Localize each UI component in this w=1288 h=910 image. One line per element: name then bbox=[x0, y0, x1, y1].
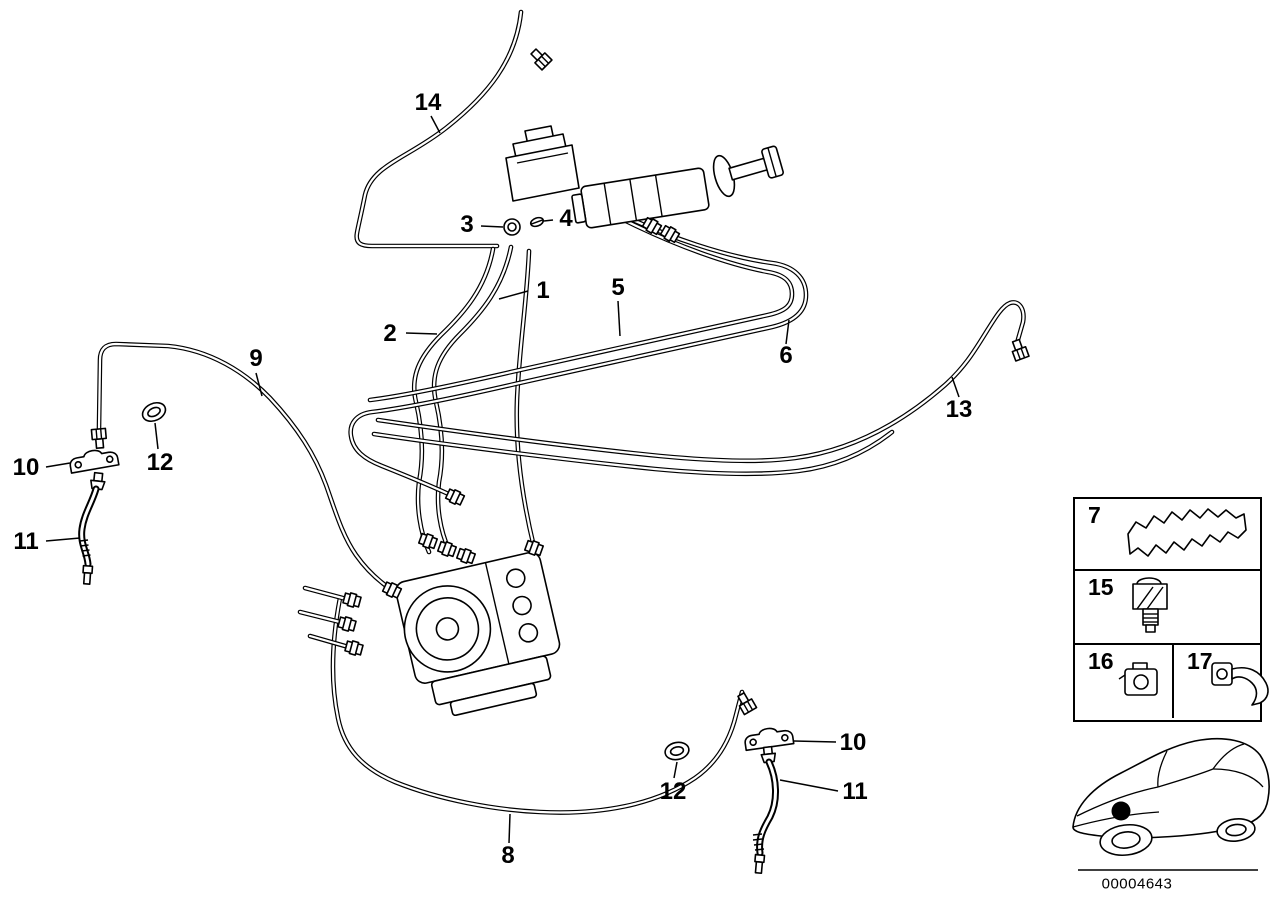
grommet-left bbox=[138, 398, 170, 426]
legend-panel: 7 15 16 bbox=[1073, 497, 1269, 722]
pipe-1b bbox=[517, 251, 534, 547]
drawing-number: 00004643 bbox=[1101, 875, 1173, 893]
pipe-5 bbox=[351, 210, 806, 497]
legend-cell-7: 7 bbox=[1075, 499, 1260, 571]
callout-10-right: 10 bbox=[839, 729, 867, 756]
callout-2: 2 bbox=[383, 320, 397, 347]
callout-12-right: 12 bbox=[659, 778, 687, 805]
brake-fluid-reservoir bbox=[505, 125, 580, 202]
callout-10-left: 10 bbox=[12, 454, 40, 481]
callout-4: 4 bbox=[559, 205, 573, 232]
callout-13: 13 bbox=[945, 396, 973, 423]
legend-cell-17: 17 bbox=[1174, 645, 1269, 718]
callout-14: 14 bbox=[414, 89, 442, 116]
bracket-arm-icon bbox=[1211, 662, 1269, 706]
callout-12-left: 12 bbox=[146, 449, 174, 476]
leader-lines bbox=[45, 115, 960, 844]
legend-label-7: 7 bbox=[1088, 502, 1101, 528]
clamp-block-icon bbox=[1118, 662, 1158, 696]
push-rod bbox=[712, 145, 784, 198]
car-wheels bbox=[1099, 818, 1256, 857]
legend-label-15: 15 bbox=[1088, 574, 1114, 600]
legend-label-17: 17 bbox=[1187, 648, 1213, 674]
pipe-9 bbox=[99, 344, 392, 590]
clip-part-4 bbox=[529, 216, 545, 228]
pipe-14 bbox=[357, 12, 521, 246]
legend-row-bottom: 16 17 bbox=[1075, 645, 1269, 718]
pipe-holder-comb-icon bbox=[1127, 508, 1247, 557]
callout-9: 9 bbox=[249, 345, 263, 372]
callout-1: 1 bbox=[536, 277, 550, 304]
callout-11-left: 11 bbox=[13, 528, 39, 555]
brake-hose-right bbox=[752, 745, 779, 874]
callout-5: 5 bbox=[611, 274, 625, 301]
legend-label-16: 16 bbox=[1088, 648, 1114, 674]
connector-valve-icon bbox=[1132, 577, 1168, 633]
abs-hydro-unit bbox=[395, 551, 561, 717]
legend-cell-15: 15 bbox=[1075, 571, 1260, 645]
callout-6: 6 bbox=[779, 342, 793, 369]
pipe-bracket-left bbox=[67, 445, 120, 474]
callout-3: 3 bbox=[460, 211, 474, 238]
seal-ring-part-3 bbox=[503, 218, 521, 236]
brake-hose-left bbox=[78, 471, 106, 585]
grommet-right bbox=[662, 739, 692, 763]
pipe-2 bbox=[414, 249, 493, 552]
callout-11-right: 11 bbox=[842, 778, 868, 805]
callout-8: 8 bbox=[501, 842, 515, 869]
master-cylinder bbox=[571, 145, 784, 229]
location-dot bbox=[1111, 801, 1131, 821]
legend-cell-16: 16 bbox=[1075, 645, 1174, 718]
car-location-inset bbox=[1072, 737, 1270, 857]
